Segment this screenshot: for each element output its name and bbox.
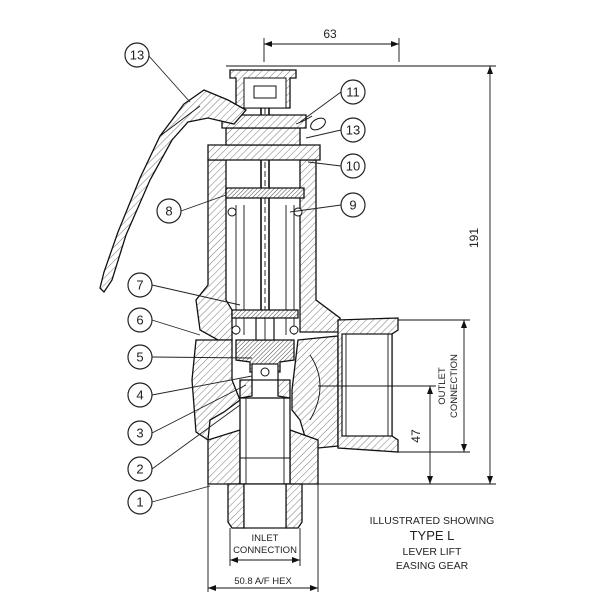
svg-text:1: 1 xyxy=(136,495,143,510)
svg-text:63: 63 xyxy=(323,27,337,41)
dimension-overall-height: 191 xyxy=(300,65,496,485)
inlet-connection-dimension: INLET CONNECTION xyxy=(229,528,301,566)
callout-4: 4 xyxy=(127,382,153,408)
valve-body xyxy=(191,159,399,453)
callout-1: 1 xyxy=(127,489,153,515)
spring-spindle xyxy=(225,90,305,335)
svg-text:CONNECTION: CONNECTION xyxy=(233,545,297,556)
svg-text:11: 11 xyxy=(346,85,360,100)
callout-5: 5 xyxy=(127,344,153,370)
callout-7: 7 xyxy=(127,272,153,298)
callout-6: 6 xyxy=(127,307,153,333)
callout-10: 10 xyxy=(340,153,366,179)
svg-text:13: 13 xyxy=(130,48,144,63)
callout-3: 3 xyxy=(127,420,153,446)
dimension-top-width: 63 xyxy=(263,27,400,62)
callout-leaders xyxy=(147,54,342,503)
easing-lever xyxy=(99,89,248,294)
svg-text:9: 9 xyxy=(349,198,356,213)
svg-text:10: 10 xyxy=(346,159,360,174)
svg-text:ILLUSTRATED SHOWING: ILLUSTRATED SHOWING xyxy=(370,515,495,527)
disc-assembly xyxy=(235,317,295,399)
svg-text:191: 191 xyxy=(467,228,481,248)
svg-text:OUTLET: OUTLET xyxy=(437,367,448,405)
callout-11: 11 xyxy=(340,79,366,105)
callout-12: 13 xyxy=(124,42,150,68)
svg-text:50.8 A/F HEX: 50.8 A/F HEX xyxy=(234,576,292,587)
bonnet-cap xyxy=(207,65,321,161)
hex-dimension: 50.8 A/F HEX xyxy=(207,484,319,592)
svg-text:EASING GEAR: EASING GEAR xyxy=(396,560,469,572)
outlet-connection-dimension: OUTLET CONNECTION xyxy=(398,319,470,453)
svg-text:TYPE L: TYPE L xyxy=(410,528,455,543)
svg-text:2: 2 xyxy=(136,462,143,477)
svg-text:3: 3 xyxy=(136,426,143,441)
svg-text:CONNECTION: CONNECTION xyxy=(449,354,460,418)
svg-text:7: 7 xyxy=(136,278,143,293)
svg-text:6: 6 xyxy=(136,313,143,328)
inlet-nozzle xyxy=(207,397,319,529)
callout-8: 8 xyxy=(156,198,182,224)
svg-text:5: 5 xyxy=(136,350,143,365)
svg-text:INLET: INLET xyxy=(252,533,279,544)
dimension-outlet-height: 47 xyxy=(318,385,436,484)
svg-text:13: 13 xyxy=(346,123,360,138)
callout-9: 9 xyxy=(340,192,366,218)
svg-text:LEVER LIFT: LEVER LIFT xyxy=(403,546,463,558)
callout-2: 2 xyxy=(127,456,153,482)
svg-text:4: 4 xyxy=(136,388,143,403)
seal-wire xyxy=(295,115,326,131)
svg-text:8: 8 xyxy=(165,204,172,219)
drawing-caption: ILLUSTRATED SHOWING TYPE L LEVER LIFT EA… xyxy=(370,515,495,572)
callout-13: 13 xyxy=(340,117,366,143)
svg-text:47: 47 xyxy=(409,429,423,443)
